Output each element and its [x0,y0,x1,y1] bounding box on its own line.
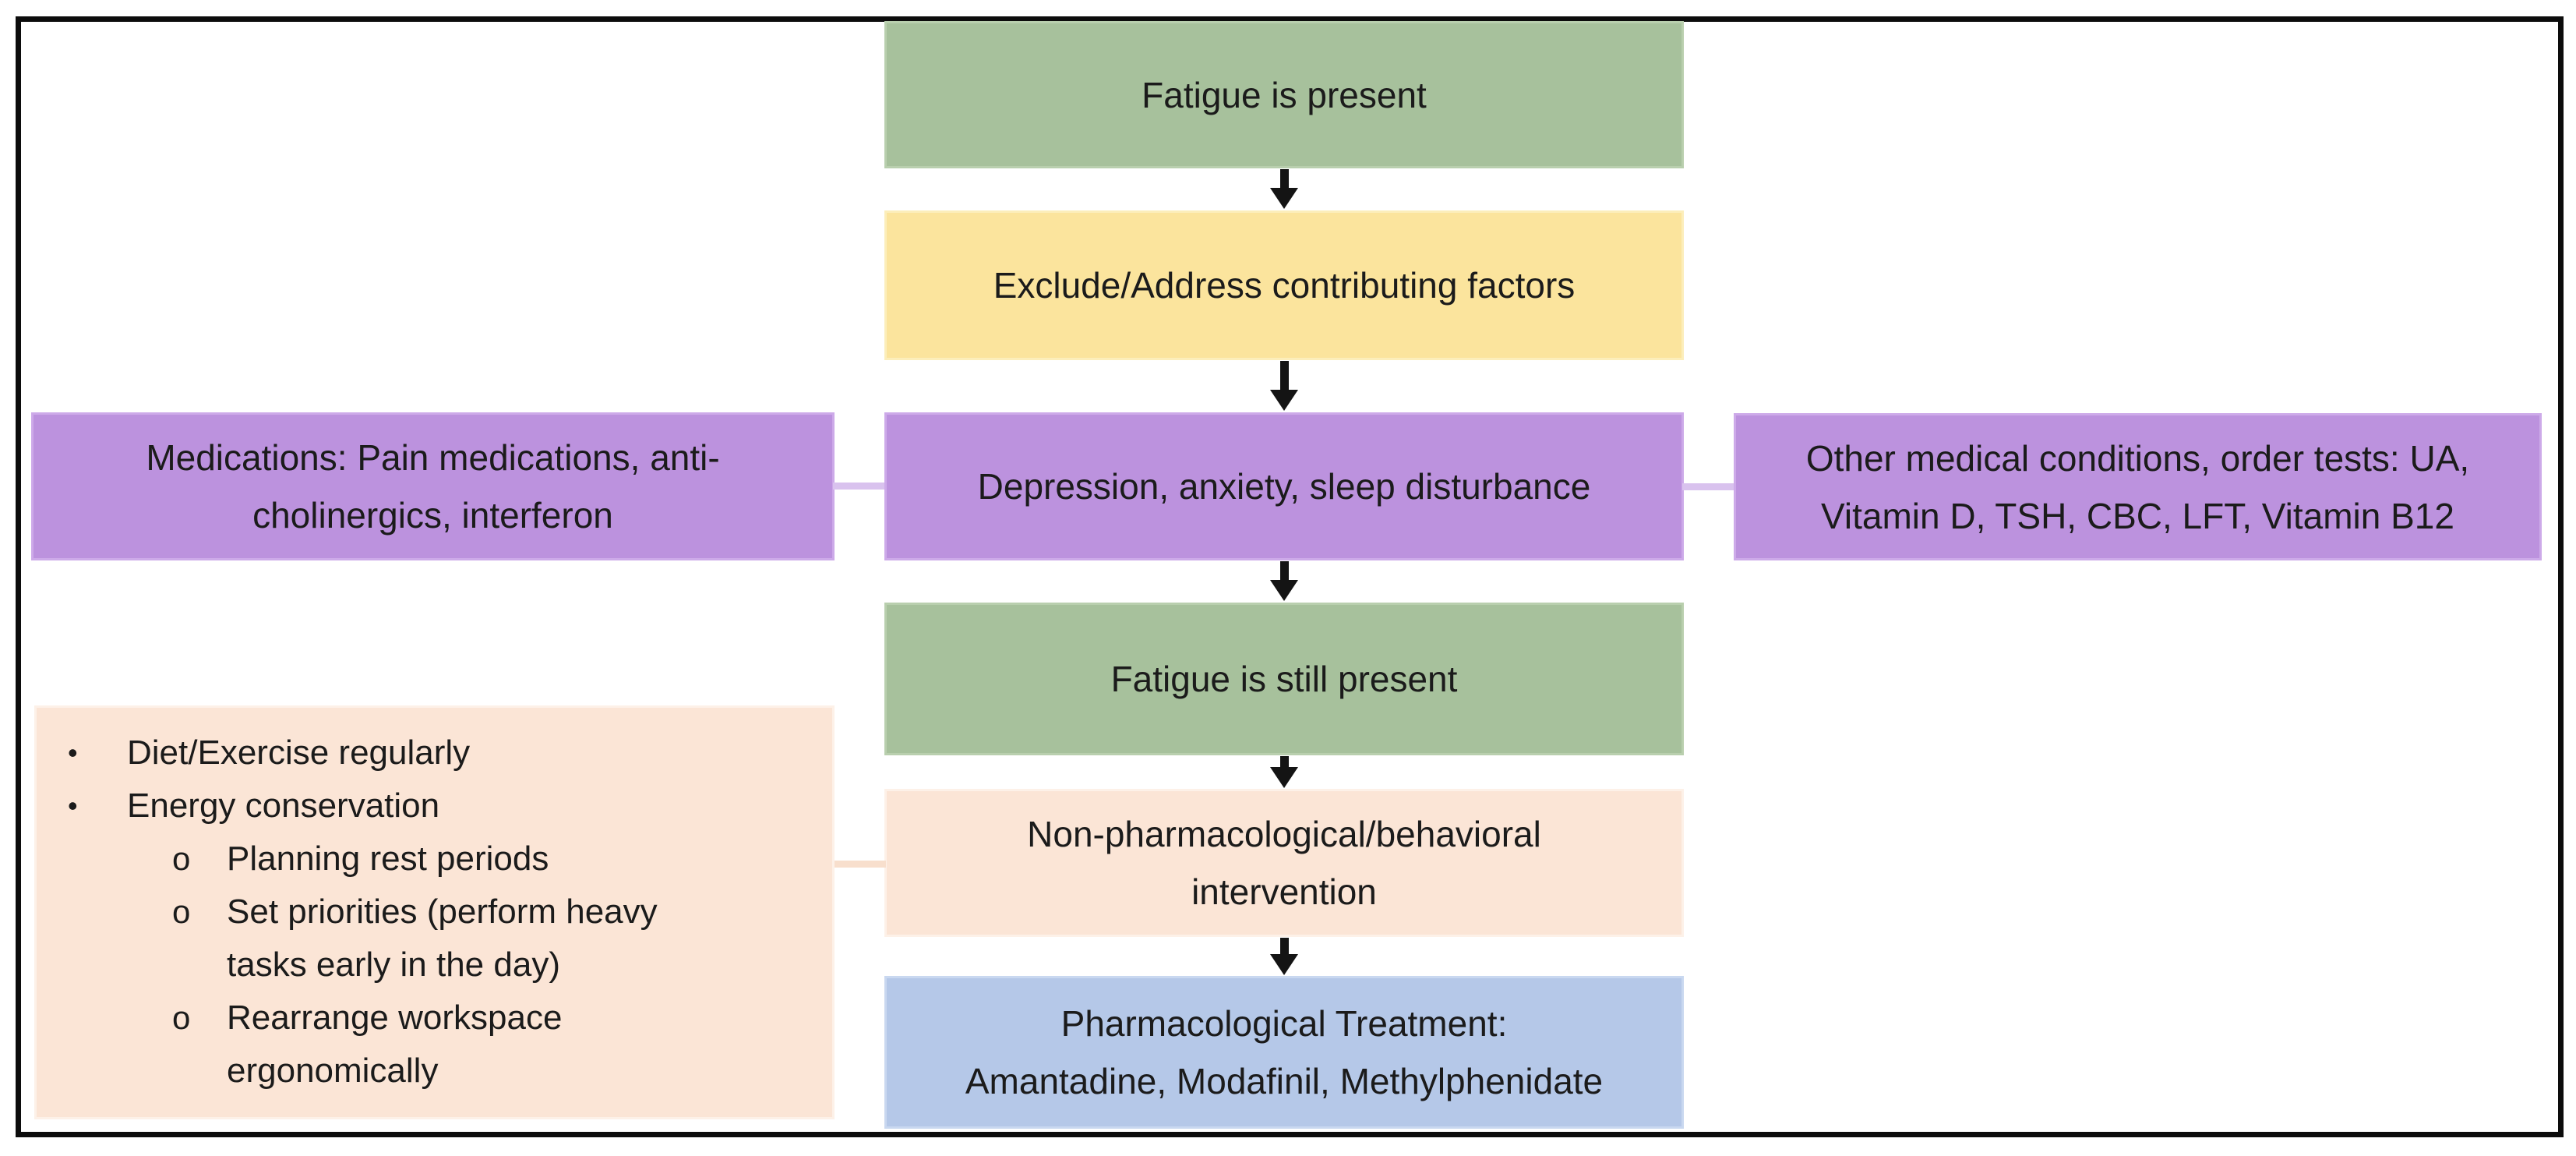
node-label-line: Other medical conditions, order tests: U… [1805,437,2470,479]
arrow-stem [1279,169,1289,188]
node-label: Depression, anxiety, sleep disturbance [977,466,1591,507]
connector-peach [833,861,886,868]
node-medications: Medications: Pain medications, anti- cho… [31,412,835,560]
list-item-text: Set priorities (perform heavy [227,893,658,931]
diagram-border [16,16,2564,1137]
circle-bullet-icon: o [172,840,191,877]
arrow-stem [1279,938,1289,954]
list-item-text: Diet/Exercise regularly [127,734,471,772]
arrow-head-icon [1270,767,1298,788]
arrow-stem [1279,361,1289,390]
list-item-text: tasks early in the day) [227,946,560,984]
arrow-head-icon [1270,580,1298,601]
flow-arrow-2 [1270,361,1298,411]
node-label: Exclude/Address contributing factors [993,265,1576,306]
bullet-icon: • [68,737,78,769]
arrow-stem [1279,756,1289,767]
flow-arrow-4 [1270,756,1298,788]
node-fatigue-present: Fatigue is present [884,21,1684,168]
flow-arrow-5 [1270,938,1298,975]
list-item: • Energy conservation [37,780,832,833]
list-sub-item: o Planning rest periods [37,833,832,886]
list-item: • Diet/Exercise regularly [37,726,832,780]
node-label: Fatigue is present [1142,74,1427,115]
node-label-line: Medications: Pain medications, anti- [146,437,720,478]
node-label-line: Vitamin D, TSH, CBC, LFT, Vitamin B12 [1821,495,2454,536]
bullet-icon: • [68,790,78,822]
list-item-text: ergonomically [227,1052,439,1090]
connector-right-purple [1682,483,1735,490]
node-other-medical-conditions: Other medical conditions, order tests: U… [1734,413,2542,560]
list-item-text: Energy conservation [127,787,440,825]
connector-left-purple [833,483,886,490]
node-depression-anxiety-sleep: Depression, anxiety, sleep disturbance [884,412,1684,560]
node-label-line: intervention [1191,871,1377,912]
list-sub-item: o Rearrange workspace ergonomically [37,992,832,1098]
arrow-head-icon [1270,188,1298,209]
node-label-line: Pharmacological Treatment: [1060,1003,1508,1044]
list-item-text: Rearrange workspace [227,999,563,1037]
flow-arrow-1 [1270,169,1298,209]
arrow-head-icon [1270,390,1298,411]
node-label: Fatigue is still present [1110,659,1458,699]
circle-bullet-icon: o [172,893,191,930]
flow-arrow-3 [1270,561,1298,601]
circle-bullet-icon: o [172,999,191,1036]
behavioral-notes-panel: • Diet/Exercise regularly • Energy conse… [34,705,835,1119]
node-exclude-factors: Exclude/Address contributing factors [884,210,1684,360]
list-sub-item: o Set priorities (perform heavy tasks ea… [37,886,832,992]
list-item-text: Planning rest periods [227,840,549,878]
arrow-head-icon [1270,954,1298,975]
node-fatigue-still-present: Fatigue is still present [884,603,1684,755]
node-label-line: Non-pharmacological/behavioral [1027,814,1541,854]
node-label-line: cholinergics, interferon [252,495,613,536]
node-nonpharmacological-intervention: Non-pharmacological/behavioral intervent… [884,789,1684,937]
arrow-stem [1279,561,1289,580]
node-pharmacological-treatment: Pharmacological Treatment: Amantadine, M… [884,976,1684,1129]
node-label-line: Amantadine, Modafinil, Methylphenidate [965,1061,1604,1101]
